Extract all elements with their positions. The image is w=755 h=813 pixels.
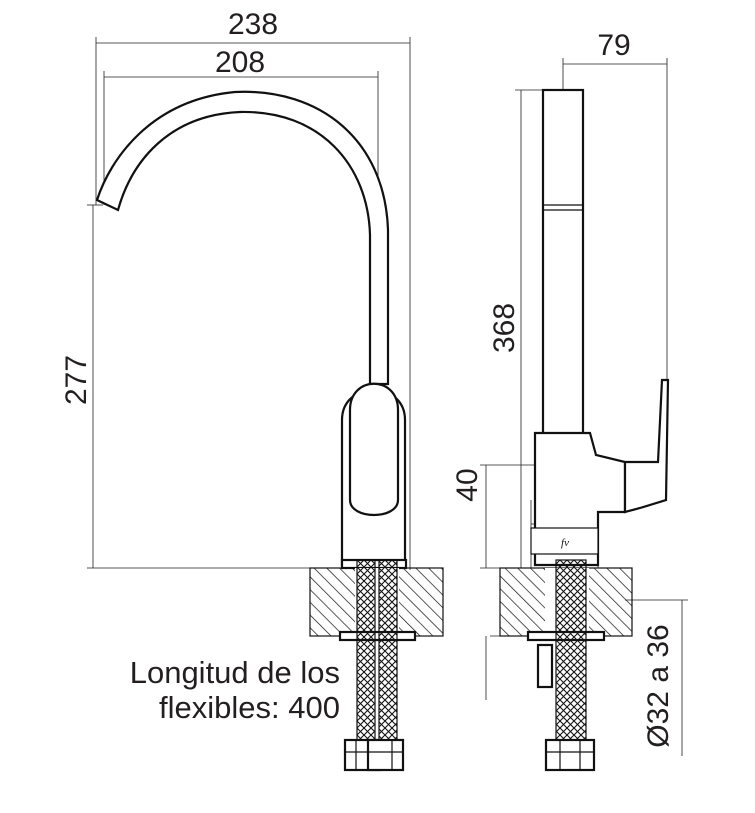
- dimension-spout-reach-label: 208: [215, 46, 265, 79]
- dimension-spout-height-label: 277: [60, 355, 93, 405]
- flexible-hoses-side: [536, 559, 596, 772]
- mounting-rod: [536, 643, 554, 689]
- faucet-body: [340, 382, 408, 570]
- flexible-hoses-front: [343, 559, 405, 772]
- dimension-overall-width-label: 238: [228, 8, 278, 41]
- brand-logo: fv: [530, 527, 599, 555]
- countertop-section-front: [309, 567, 444, 642]
- dimension-hole-diameter-label: Ø32 a 36: [642, 624, 675, 747]
- front-view: 238 208 277: [60, 8, 444, 772]
- hose-nut-side: [544, 738, 596, 772]
- dimension-overall-width: 238: [95, 8, 411, 570]
- lever-handle: [348, 382, 400, 517]
- faucet-body-side: [533, 88, 670, 567]
- side-view: 79 368 40 51 Ø32 a 36: [451, 29, 688, 772]
- dimension-hole-diameter: Ø32 a 36: [485, 599, 688, 756]
- dimension-spout-height: 277: [60, 204, 345, 569]
- dimension-depth-label: 79: [597, 29, 630, 62]
- dimension-total-height-label: 368: [488, 303, 521, 353]
- hose-length-note: Longitud de los flexibles: 400: [130, 655, 340, 725]
- spout: [95, 90, 390, 386]
- brand-logo-text: fv: [561, 537, 569, 549]
- dimension-base-height-label: 40: [451, 468, 484, 501]
- lever-handle-side: [623, 378, 670, 514]
- dimension-total-height: 368: [488, 89, 545, 568]
- hose-length-note-line2: flexibles: 400: [159, 690, 340, 725]
- dimension-depth: 79: [562, 29, 668, 380]
- hose-length-note-line1: Longitud de los: [130, 655, 340, 690]
- dimension-spout-reach: 208: [103, 46, 379, 205]
- hose-nut-right: [366, 738, 405, 772]
- dimension-base-height: 40: [451, 464, 540, 569]
